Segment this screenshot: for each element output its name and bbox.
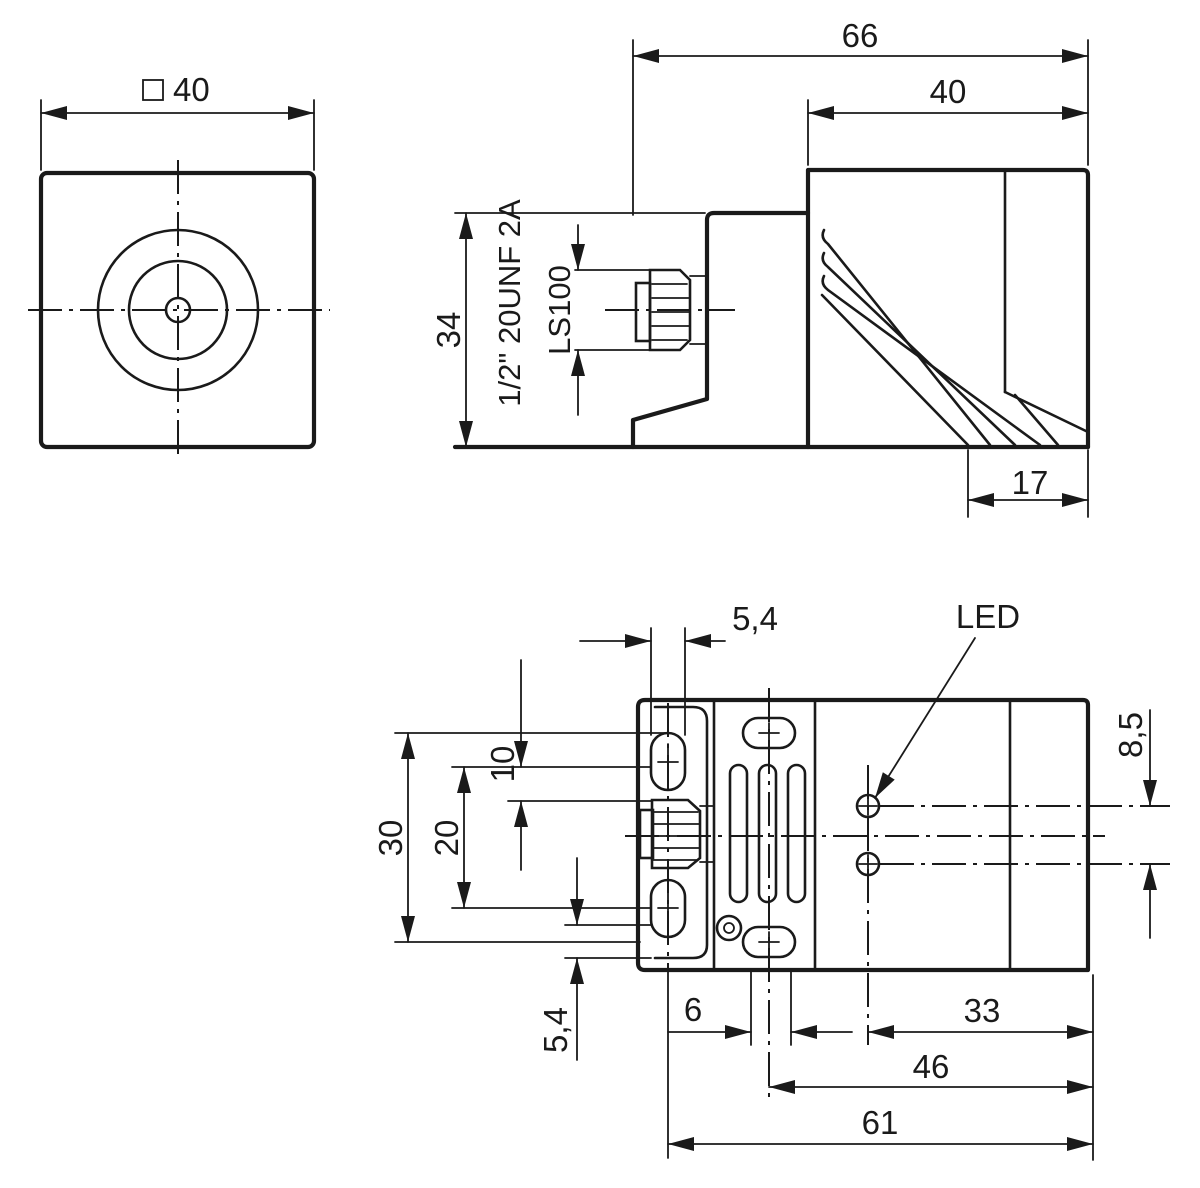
front-width-label: 40: [173, 71, 210, 108]
slot-width-top-label: 5,4: [732, 600, 778, 637]
led-leader-line: [874, 637, 976, 799]
top-thread-plug: [638, 798, 714, 870]
side-total-length-label: 66: [842, 17, 879, 54]
side-view: 66 40 34 1/2" 20UNF 2A LS100 17: [430, 17, 1091, 518]
side-rib-lines: [820, 228, 1060, 447]
side-head-length-label: 40: [930, 73, 967, 110]
side-connector-housing: [630, 210, 811, 450]
slot-width-bottom-label: 5,4: [537, 1007, 574, 1053]
side-bevel-label: 17: [1012, 464, 1049, 501]
side-height-label: 34: [430, 312, 467, 349]
pitch-medium-label: 20: [428, 820, 465, 857]
led-callout-label: LED: [956, 598, 1020, 635]
offset-label: 6: [684, 991, 702, 1028]
connector-type-label: LS100: [542, 265, 577, 355]
front-view: 40: [28, 71, 330, 460]
pitch-large-label: 30: [372, 820, 409, 857]
pitch-small-label: 10: [484, 746, 521, 783]
vent-slots: [728, 763, 807, 904]
thread-spec-label: 1/2" 20UNF 2A: [492, 199, 527, 407]
side-head-outline: [805, 167, 1091, 450]
led-spacing-label: 8,5: [1112, 712, 1149, 758]
top-view: LED 5,4 30 20 10: [372, 598, 1170, 1161]
hole-distance-label: 46: [913, 1048, 950, 1085]
body-length-label: 61: [862, 1104, 899, 1141]
top-connector-cap: [653, 705, 709, 960]
top-view-outline: [635, 697, 1091, 973]
ground-screw-icon: [715, 914, 743, 942]
square-symbol-icon: [142, 79, 164, 101]
led-distance-label: 33: [964, 992, 1001, 1029]
